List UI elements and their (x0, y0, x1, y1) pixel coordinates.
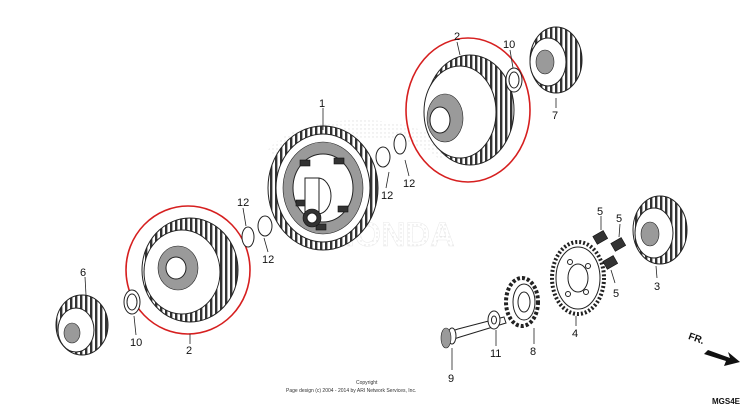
part-label-10-lower: 10 (130, 337, 142, 349)
part-label-7: 7 (552, 110, 558, 122)
arrow-right-icon (704, 350, 740, 366)
lock-plate-icon[interactable] (504, 276, 540, 328)
washer-icon[interactable] (123, 289, 141, 315)
washer-icon[interactable] (375, 146, 391, 168)
part-label-3: 3 (654, 281, 660, 293)
part-label-12-d: 12 (262, 254, 274, 266)
part-label-2-lower: 2 (186, 345, 192, 357)
copyright-line-1: Copyright (356, 380, 378, 386)
spring-icon[interactable] (610, 237, 627, 252)
part-label-1: 1 (319, 98, 325, 110)
part-label-11: 11 (490, 348, 501, 360)
part-label-5b: 5 (616, 213, 622, 225)
part-label-12-c: 12 (237, 197, 249, 209)
part-label-5a: 5 (597, 206, 603, 218)
clutch-outer-icon[interactable] (405, 37, 531, 183)
part-label-9: 9 (448, 373, 454, 385)
washer-icon[interactable] (505, 67, 523, 93)
washer-icon[interactable] (393, 133, 407, 155)
spring-icon[interactable] (602, 255, 619, 270)
direction-label: FR. (687, 331, 706, 347)
part-label-8: 8 (530, 346, 536, 358)
clutch-outer-icon[interactable] (125, 205, 251, 335)
gear-icon[interactable] (55, 294, 109, 356)
primary-driven-gear-icon[interactable] (267, 125, 379, 251)
spring-icon[interactable] (592, 230, 609, 245)
gear-icon[interactable] (529, 26, 583, 94)
front-direction-indicator: FR. (687, 331, 740, 366)
part-label-2-upper: 2 (454, 31, 460, 43)
diagram-code: MGS4E (712, 397, 741, 406)
part-label-5c: 5 (613, 288, 619, 300)
washer-icon[interactable] (487, 310, 501, 330)
washer-icon[interactable] (241, 226, 255, 248)
part-label-12-a: 12 (381, 190, 393, 202)
sprocket-gear-icon[interactable] (550, 240, 606, 316)
part-label-12-b: 12 (403, 178, 415, 190)
part-label-4: 4 (572, 328, 578, 340)
part-labels: 1 2 2 3 4 5 5 5 6 7 8 9 10 10 11 12 12 1… (80, 31, 660, 385)
washer-icon[interactable] (257, 215, 273, 237)
gear-icon[interactable] (632, 195, 688, 265)
part-label-10-upper: 10 (503, 39, 515, 51)
part-label-6: 6 (80, 267, 86, 279)
copyright-line-2: Page design (c) 2004 - 2014 by ARI Netwo… (286, 388, 416, 394)
leader-lines (84, 41, 658, 370)
